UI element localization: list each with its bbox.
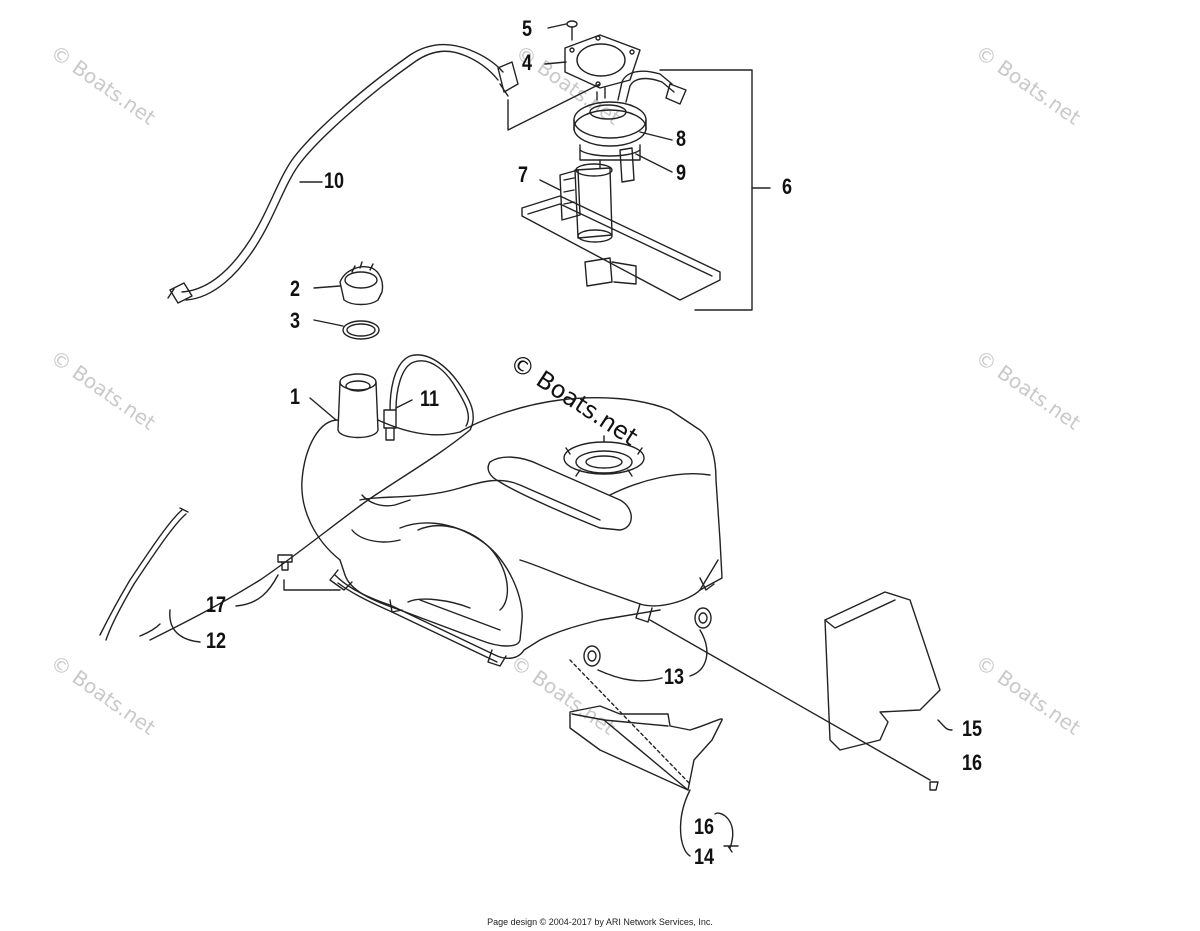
fuel-pump-assembly xyxy=(522,71,720,300)
screw-part-5 xyxy=(548,21,577,40)
callout-13: 13 xyxy=(664,664,685,689)
heat-shield-part-14 xyxy=(570,660,738,852)
callout-1: 1 xyxy=(290,384,301,409)
callout-11: 11 xyxy=(420,386,440,411)
callout-10: 10 xyxy=(324,168,345,193)
leader-lines xyxy=(170,182,952,856)
gasket-part-4 xyxy=(545,35,640,88)
callout-9: 9 xyxy=(676,160,687,185)
callout-15: 15 xyxy=(962,716,983,741)
callout-2: 2 xyxy=(290,276,301,301)
drain-hose-part-12 xyxy=(100,508,188,640)
callout-6: 6 xyxy=(782,174,793,199)
callout-14: 14 xyxy=(694,844,715,869)
callout-17: 17 xyxy=(206,592,227,617)
vent-hose-part-10 xyxy=(168,45,518,303)
bracket-part-6 xyxy=(508,70,770,310)
vent-line-part-11 xyxy=(150,355,473,640)
o-ring-part-3 xyxy=(314,320,379,339)
footer-copyright: Page design © 2004-2017 by ARI Network S… xyxy=(487,917,713,927)
callout-7: 7 xyxy=(518,162,529,187)
callout-16-bottom: 16 xyxy=(694,814,715,839)
fuel-tank-part-1 xyxy=(278,374,722,666)
callout-16-right: 16 xyxy=(962,750,983,775)
gas-cap-part-2 xyxy=(314,262,383,305)
heat-shield-part-15 xyxy=(650,592,940,790)
callout-3: 3 xyxy=(290,308,301,333)
callout-12: 12 xyxy=(206,628,227,653)
callout-5: 5 xyxy=(522,16,533,41)
grommet-part-13 xyxy=(584,608,711,666)
callout-4: 4 xyxy=(522,50,533,75)
callout-8: 8 xyxy=(676,126,687,151)
